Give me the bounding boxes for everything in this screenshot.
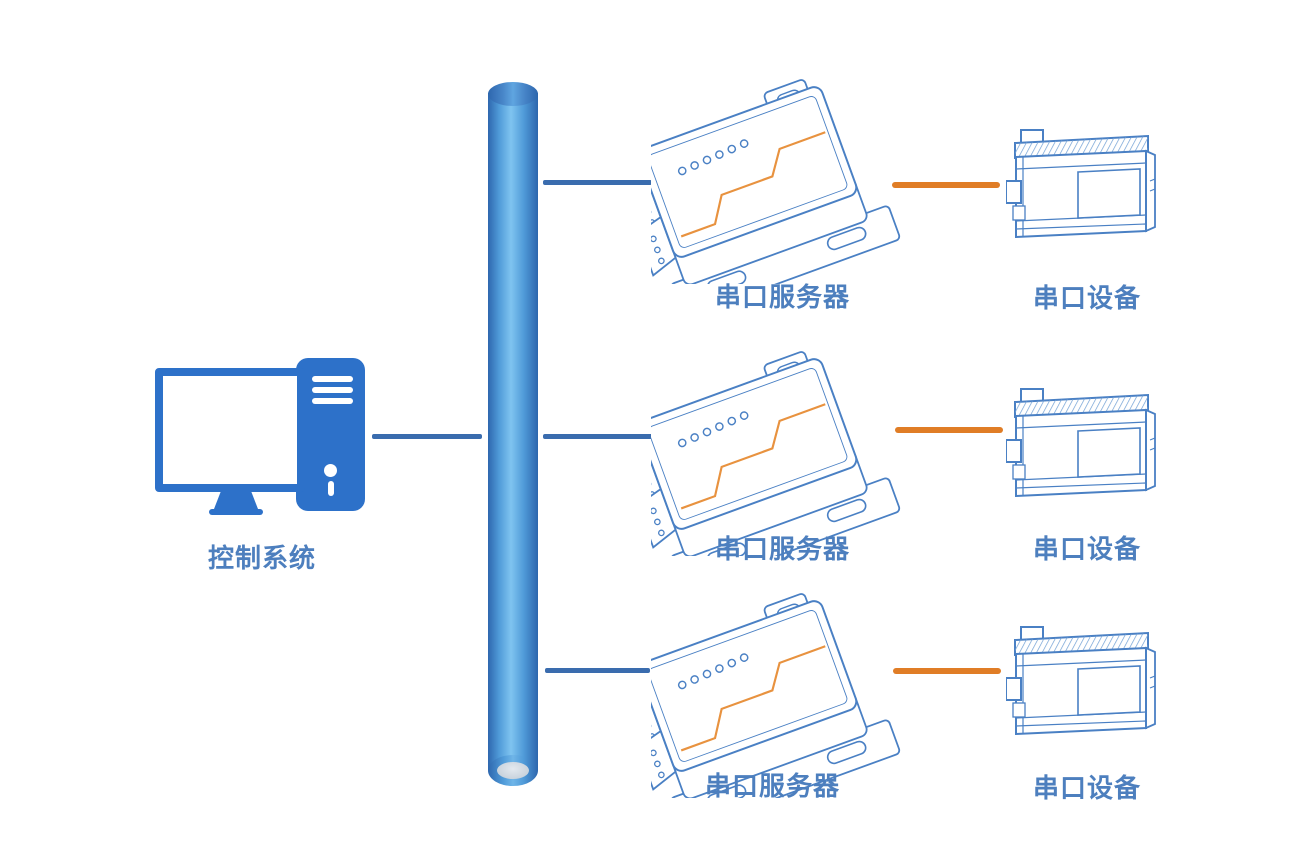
serial-server-icon [651,346,911,556]
serial-server-icon [651,588,911,798]
plc-device-icon [1006,624,1158,740]
device-label: 串口设备 [1032,774,1141,804]
bus-top-cap-icon [488,82,538,106]
plc-device-icon [1006,386,1158,502]
ethernet-line-row3 [545,668,650,673]
plc-device-icon [1006,127,1158,243]
monitor-base-icon [209,509,263,515]
ethernet-line-computer [372,434,482,439]
tower-vent-icon [312,376,353,382]
server-label: 串口服务器 [704,772,840,802]
monitor-stand-icon [214,492,258,509]
server-label: 串口服务器 [714,535,850,565]
ethernet-line-row1 [543,180,652,185]
serial-line-row1 [892,182,1000,188]
serial-line-row2 [895,427,1003,433]
server-label: 串口服务器 [714,283,850,313]
ethernet-line-row2 [543,434,653,439]
power-slot-icon [328,481,334,496]
control-system-label: 控制系统 [207,544,316,574]
device-label: 串口设备 [1032,535,1141,565]
serial-server-icon [651,74,911,284]
bus-bottom-opening-icon [497,762,529,779]
power-button-icon [324,464,337,477]
serial-line-row3 [893,668,1001,674]
bus-cylinder-icon [488,93,538,770]
monitor-icon [155,368,305,492]
tower-vent-icon [312,398,353,404]
device-label: 串口设备 [1032,284,1141,314]
tower-vent-icon [312,387,353,393]
